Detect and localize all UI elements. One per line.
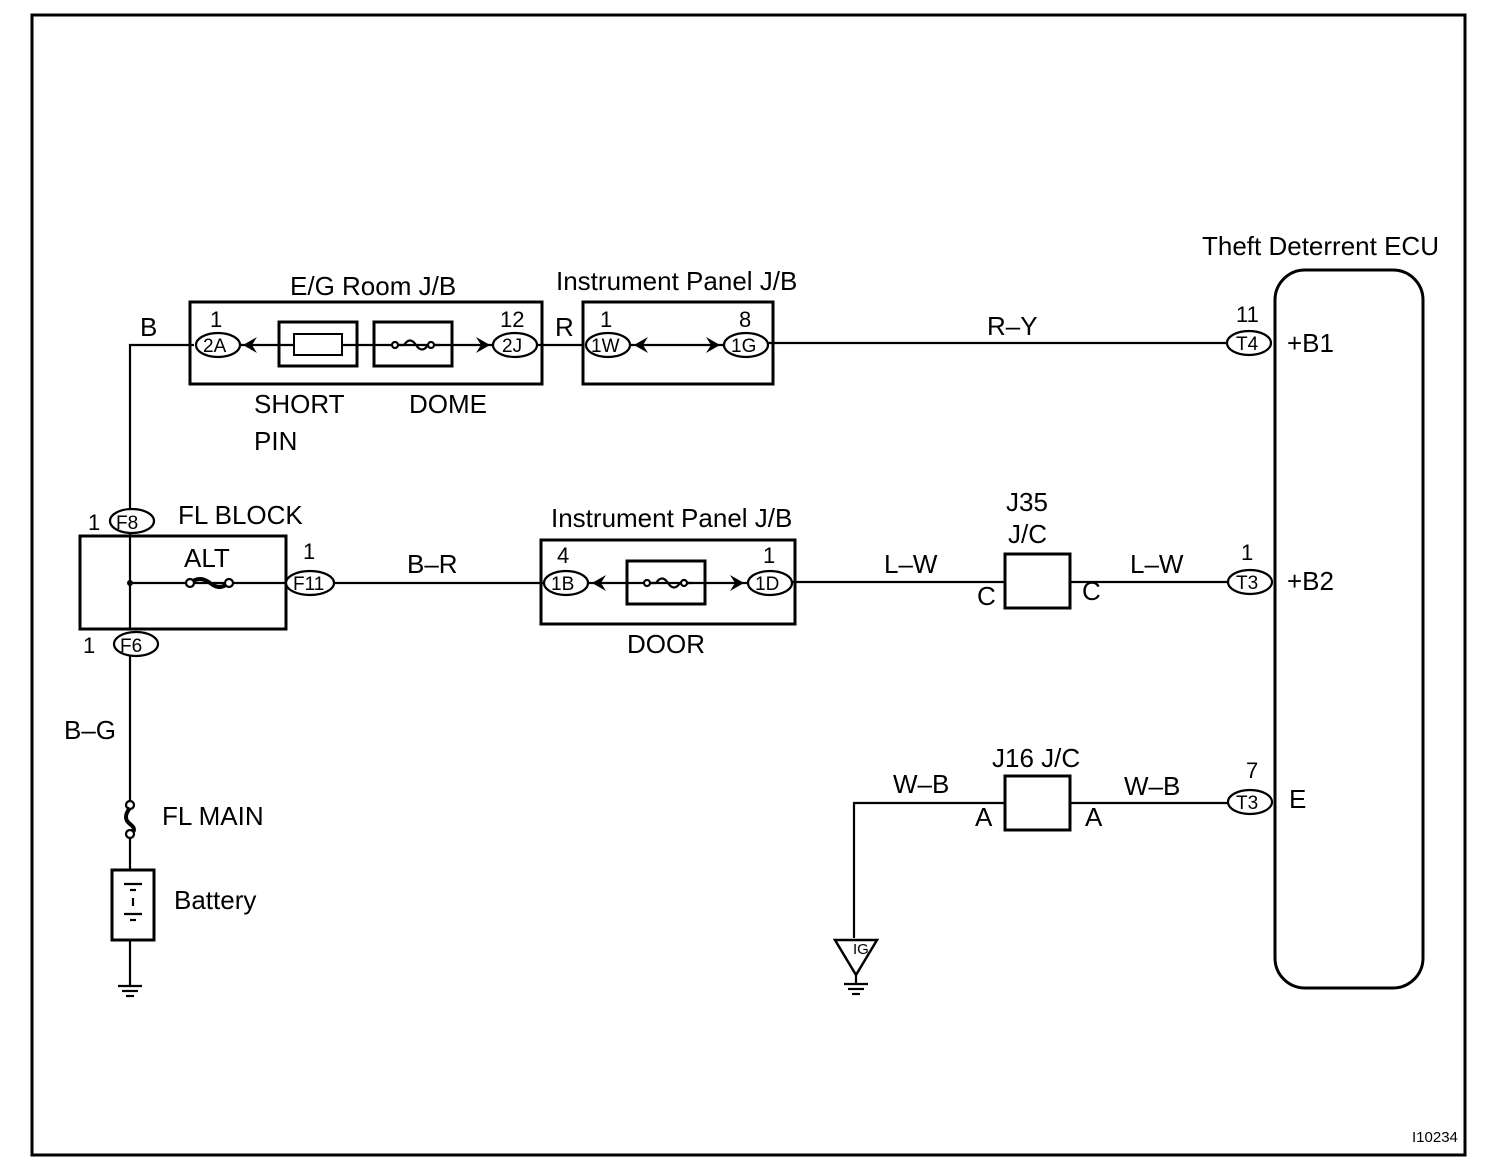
ground-point-label: IG: [853, 941, 869, 958]
connector-t4-label: T4: [1236, 334, 1259, 355]
j16-pin-right: A: [1085, 802, 1103, 832]
pin-t3-e: 7: [1246, 758, 1258, 783]
pin-t4: 11: [1236, 302, 1259, 327]
diagram-frame: [30, 13, 1467, 1157]
connector-1g-label: 1G: [731, 336, 756, 357]
pin-f8: 1: [88, 510, 100, 535]
ecu-label: Theft Deterrent ECU: [1202, 231, 1439, 261]
pin-t3-b2: 1: [1241, 540, 1253, 565]
fl-block-label: FL BLOCK: [178, 500, 303, 530]
fl-main-label: FL MAIN: [162, 801, 264, 831]
instrument-panel-jb-middle: Instrument Panel J/B 1B 4 1D 1 DOOR: [539, 503, 797, 659]
j16-label: J16 J/C: [992, 743, 1080, 773]
connector-1b: [542, 569, 590, 597]
j16-junction-connector: J16 J/C A A: [975, 743, 1103, 832]
connector-t3-b2: [1226, 568, 1274, 596]
eg-room-jb: E/G Room J/B 2A 1 2J 12 SHORT PIN DOME: [188, 271, 544, 456]
door-fuse: [625, 559, 707, 606]
fl-block: FL BLOCK F8 1 F6 1 ALT F11 1: [78, 500, 336, 658]
theft-deterrent-ecu: Theft Deterrent ECU +B1 +B2 E: [1202, 231, 1439, 990]
wire-b-g-label: B–G: [64, 715, 116, 745]
connector-1d-label: 1D: [755, 574, 779, 595]
connector-f6-label: F6: [120, 636, 142, 657]
instrument-panel-jb-middle-label: Instrument Panel J/B: [551, 503, 792, 533]
wire-w-b-right-label: W–B: [1124, 771, 1180, 801]
connector-1w: [584, 331, 632, 359]
wire-l-w-left-label: L–W: [884, 549, 938, 579]
j35-pin-right: C: [1082, 576, 1101, 606]
j35-sub-label: J/C: [1008, 519, 1047, 549]
door-fuse-label: DOOR: [627, 629, 705, 659]
battery-ground-icon: [118, 984, 142, 998]
short-pin-label-2: PIN: [254, 426, 297, 456]
connector-t3-e: [1226, 788, 1274, 816]
fl-main-fusible-link: FL MAIN: [124, 799, 264, 840]
j35-pin-left: C: [977, 581, 996, 611]
pin-1g: 8: [739, 307, 751, 332]
connector-t4: [1225, 329, 1273, 357]
body-ground-icon: IG: [832, 938, 880, 996]
pin-f6: 1: [83, 633, 95, 658]
alt-fuse-label: ALT: [184, 543, 230, 573]
connector-f11-label: F11: [293, 574, 324, 595]
connector-2j-label: 2J: [502, 336, 522, 357]
j16-pin-left: A: [975, 802, 993, 832]
wire-l-w-right-label: L–W: [1130, 549, 1184, 579]
battery: Battery: [110, 868, 256, 942]
left-feed-wire: B B–G: [64, 312, 194, 985]
terminal-b2: +B2: [1287, 566, 1334, 596]
j35-label: J35: [1006, 487, 1048, 517]
wire-r-label: R: [555, 312, 574, 342]
terminal-b1: +B1: [1287, 328, 1334, 358]
dome-fuse: [372, 320, 454, 368]
connector-f8-label: F8: [116, 513, 138, 534]
wire-w-b-left-label: W–B: [893, 769, 949, 799]
connector-t3-b2-label: T3: [1236, 573, 1258, 594]
short-pin-label: SHORT: [254, 389, 345, 419]
wire-b-label: B: [140, 312, 157, 342]
connector-2a-label: 2A: [203, 336, 227, 357]
eg-room-jb-label: E/G Room J/B: [290, 271, 456, 301]
connector-t3-e-label: T3: [1236, 793, 1258, 814]
pin-2j: 12: [500, 307, 524, 332]
battery-label: Battery: [174, 885, 256, 915]
wire-r-y-label: R–Y: [987, 311, 1038, 341]
instrument-panel-jb-top: Instrument Panel J/B 1W 1 1G 8: [556, 266, 797, 386]
connector-1b-label: 1B: [551, 574, 574, 595]
j35-junction-connector: J35 J/C C C: [977, 487, 1101, 611]
pin-1w: 1: [600, 307, 612, 332]
pin-1d: 1: [763, 543, 775, 568]
dome-label: DOME: [409, 389, 487, 419]
pin-f11: 1: [303, 539, 315, 564]
terminal-e: E: [1289, 784, 1306, 814]
connector-f8: [108, 507, 156, 535]
wire-b-r-label: B–R: [407, 549, 458, 579]
pin-2a: 1: [210, 307, 222, 332]
figure-id: I10234: [1412, 1129, 1458, 1146]
connector-1w-label: 1W: [591, 336, 620, 357]
short-pin: [277, 320, 359, 368]
instrument-panel-jb-top-label: Instrument Panel J/B: [556, 266, 797, 296]
connector-f6: [112, 630, 160, 658]
pin-1b: 4: [557, 543, 569, 568]
connector-1g: [722, 331, 770, 359]
